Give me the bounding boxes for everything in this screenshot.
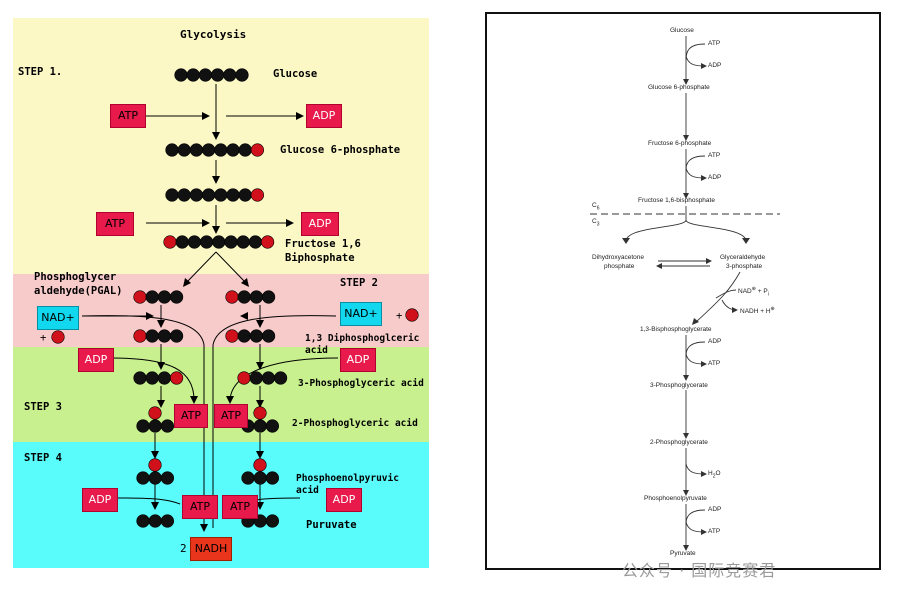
phosphate-bead (250, 188, 264, 202)
phosphate-bead (170, 371, 184, 385)
phosphate-bead (405, 308, 419, 322)
carbon-bead (160, 471, 174, 485)
phosphate-bead (250, 143, 264, 157)
pg3-node: 3-Phosphoglycerate (650, 382, 708, 389)
adp-label: ADP (708, 506, 722, 513)
carbon-bead (170, 329, 184, 343)
phosphate-bead (253, 406, 267, 420)
bpg-node: 1,3-Bisphosphoglycerate (640, 326, 712, 333)
pg3-label: 3-Phosphoglyceric acid (298, 378, 424, 389)
adp-label: ADP (708, 62, 722, 69)
carbon-bead (262, 290, 276, 304)
pgal-label-2: aldehyde(PGAL) (34, 285, 123, 297)
g6p-node: Glucose 6-phosphate (648, 84, 710, 91)
atp-box: ATP (96, 212, 134, 236)
nadh-box: NADH (190, 537, 232, 561)
phosphate-bead (51, 330, 65, 344)
pg2-node: 2-Phosphoglycerate (650, 439, 708, 446)
carbon-bead (170, 290, 184, 304)
adp-box: ADP (340, 348, 376, 372)
glycolysis-pathway-panel (485, 12, 881, 570)
step3-label: STEP 3 (24, 401, 62, 413)
adp-box: ADP (78, 348, 114, 372)
adp-box: ADP (301, 212, 339, 236)
adp-label: ADP (708, 174, 722, 181)
atp-box: ATP (222, 495, 258, 519)
h2o-label: H2O (708, 470, 721, 480)
glucose-label: Glucose (273, 68, 318, 80)
pep-label-1: Phosphoenolpyruvic (296, 473, 399, 484)
carbon-bead (265, 471, 280, 485)
atp-box: ATP (182, 495, 218, 519)
pyruvate-node: Pyruvate (670, 550, 696, 557)
carbon-bead (262, 329, 276, 343)
pgal-label-1: Phosphoglycer (34, 271, 117, 283)
atp-label: ATP (708, 152, 721, 159)
plus-sign: + (396, 310, 403, 322)
pg2-label: 2-Phosphoglyceric acid (292, 418, 418, 429)
glucose-node: Glucose (670, 27, 694, 34)
pep-node: Phosphoenolpyruvate (644, 495, 707, 502)
nad-label: NAD⊕ + Pi (738, 286, 769, 298)
carbon-bead (160, 514, 174, 528)
carbon-bead (235, 68, 249, 82)
atp-label: ATP (708, 528, 721, 535)
atp-box: ATP (110, 104, 146, 128)
gap-node-1: Glyceraldehyde (720, 254, 766, 261)
carbon-bead (160, 419, 174, 433)
step1-label: STEP 1. (18, 66, 63, 78)
carbon-bead (274, 371, 288, 385)
dhap-node-1: Dihydroxyacetone (592, 254, 645, 261)
atp-box: ATP (214, 404, 248, 428)
adp-box: ADP (326, 488, 362, 512)
gap-node-2: 3-phosphate (726, 263, 763, 270)
dhap-node-2: phosphate (604, 263, 635, 270)
watermark-text: 公众号 · 国际竞赛君 (622, 561, 777, 580)
f16-label: Fructose 1,6 (285, 238, 361, 250)
adp-box: ADP (82, 488, 118, 512)
c6-label: C6 (592, 202, 600, 212)
phosphate-bead (253, 458, 267, 472)
atp-box: ATP (174, 404, 208, 428)
phosphate-bead (148, 406, 162, 420)
f16b-label: Biphosphate (285, 252, 355, 264)
nadh-count: 2 (180, 542, 187, 555)
dpg-label-2: acid (305, 345, 328, 356)
step2-label: STEP 2 (340, 277, 378, 289)
c3-label: C3 (592, 218, 600, 228)
pep-label-2: acid (296, 485, 319, 496)
atp-label: ATP (708, 40, 721, 47)
diagram-title: Glycolysis (180, 28, 247, 41)
f16bp-node: Fructose 1,6-bisphosphate (638, 197, 715, 204)
nad-box: NAD+ (37, 306, 79, 330)
phosphate-bead (148, 458, 162, 472)
atp-label: ADP (708, 338, 722, 345)
nad-box: NAD+ (340, 302, 382, 326)
adp-box: ADP (306, 104, 342, 128)
pyruvate-label: Puruvate (306, 519, 357, 531)
nadh-label: NADH + H⊕ (740, 306, 775, 316)
plus-sign: + (40, 332, 47, 344)
step4-label: STEP 4 (24, 452, 62, 464)
atp-label: ATP (708, 360, 721, 367)
phosphate-bead (261, 235, 275, 249)
carbon-bead (265, 419, 280, 433)
dpg-label-1: 1,3 Diphosphoglceric (305, 333, 420, 344)
g6p-label: Glucose 6-phosphate (280, 144, 401, 156)
carbon-bead (265, 514, 280, 528)
f6p-node: Fructose 6-phosphate (648, 140, 712, 147)
